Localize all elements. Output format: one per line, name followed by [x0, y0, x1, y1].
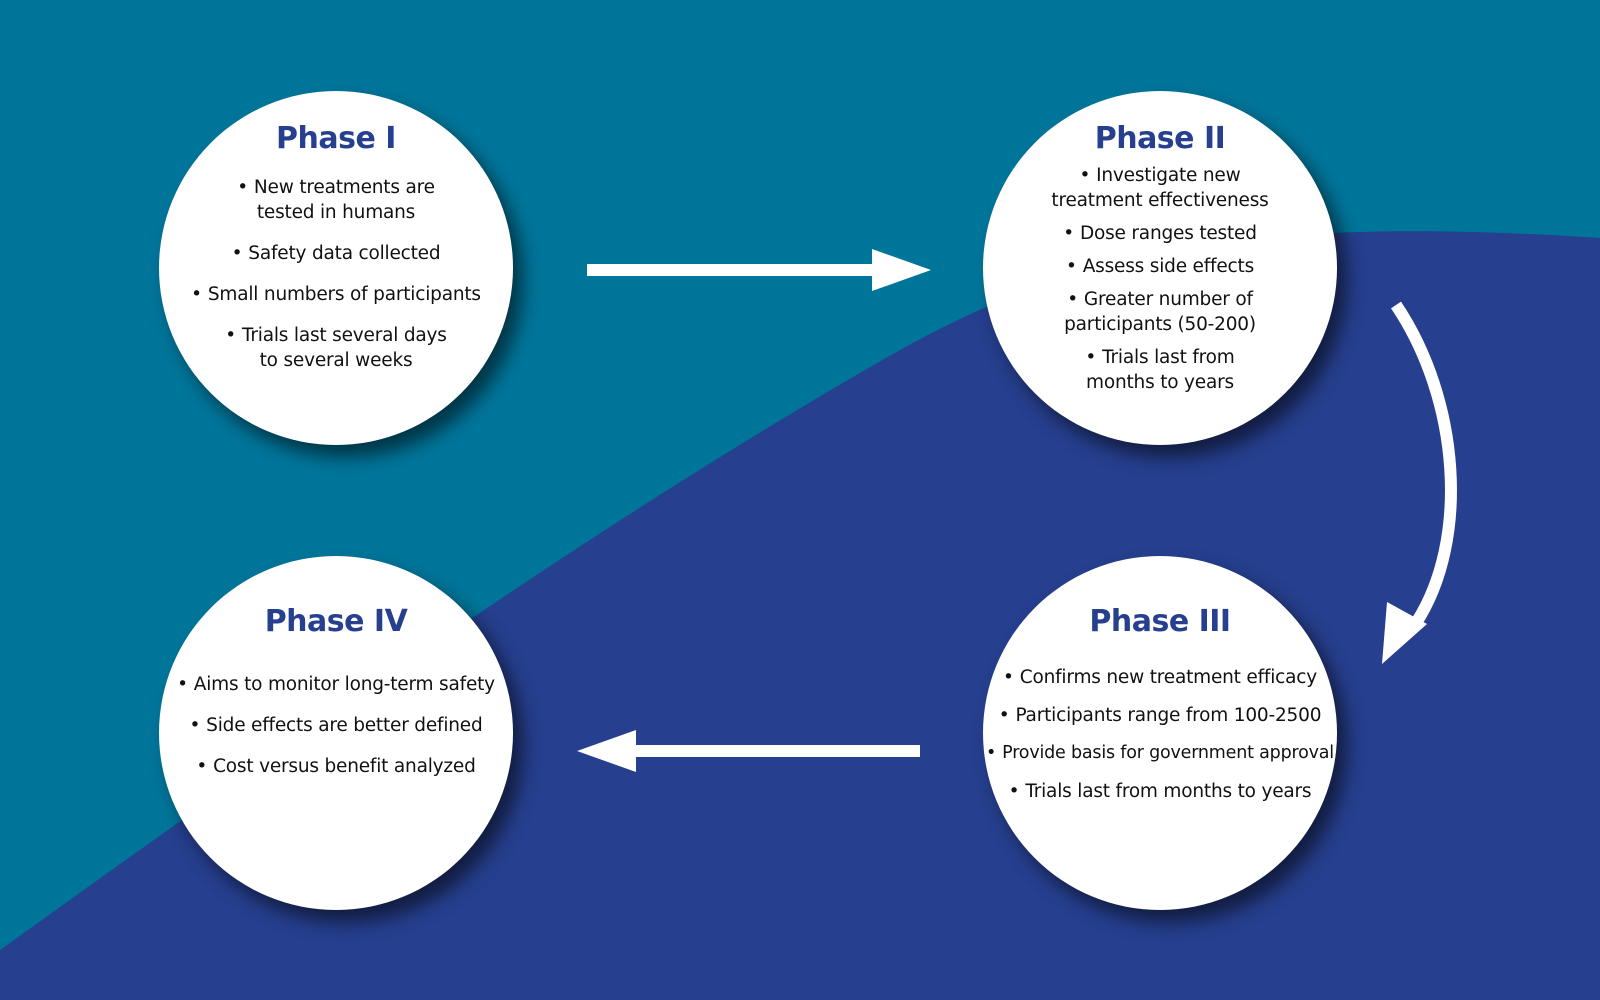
- phase-4-title: Phase IV: [264, 604, 408, 639]
- phase-4-circle: Phase IV •Aims to monitor long-term safe…: [159, 556, 513, 910]
- list-item: •Dose ranges tested: [1063, 223, 1257, 244]
- phase-1-circle: Phase I •New treatments are tested in hu…: [159, 91, 513, 445]
- list-item: •New treatments are tested in humans: [237, 177, 435, 223]
- list-item: •Provide basis for government approval: [986, 743, 1334, 763]
- list-item: •Investigate new treatment effectiveness: [1051, 165, 1269, 211]
- phase-2-title: Phase II: [1094, 121, 1226, 156]
- phase-3-list: •Confirms new treatment efficacy •Partic…: [983, 665, 1337, 804]
- list-item: •Trials last from months to years: [1085, 347, 1235, 393]
- phase-4-list: •Aims to monitor long-term safety •Side …: [159, 672, 513, 779]
- list-item: •Safety data collected: [231, 243, 441, 264]
- phase-1-title: Phase I: [276, 121, 396, 156]
- list-item: •Greater number of participants (50-200): [1064, 289, 1256, 335]
- list-item: •Participants range from 100-2500: [998, 705, 1322, 726]
- phase-2-circle: Phase II •Investigate new treatment effe…: [983, 91, 1337, 445]
- list-item: •Trials last from months to years: [1008, 781, 1312, 802]
- list-item: •Assess side effects: [1065, 256, 1255, 277]
- list-item: •Trials last several days to several wee…: [225, 325, 447, 371]
- list-item: •Side effects are better defined: [189, 715, 483, 736]
- list-item: •Aims to monitor long-term safety: [177, 674, 495, 695]
- list-item: •Small numbers of participants: [191, 284, 481, 305]
- phase-2-list: •Investigate new treatment effectiveness…: [983, 163, 1337, 395]
- phase-1-list: •New treatments are tested in humans •Sa…: [159, 175, 513, 373]
- phase-3-circle: Phase III •Confirms new treatment effica…: [983, 556, 1337, 910]
- phase-3-title: Phase III: [1089, 604, 1231, 639]
- list-item: •Confirms new treatment efficacy: [1003, 667, 1317, 688]
- list-item: •Cost versus benefit analyzed: [196, 756, 476, 777]
